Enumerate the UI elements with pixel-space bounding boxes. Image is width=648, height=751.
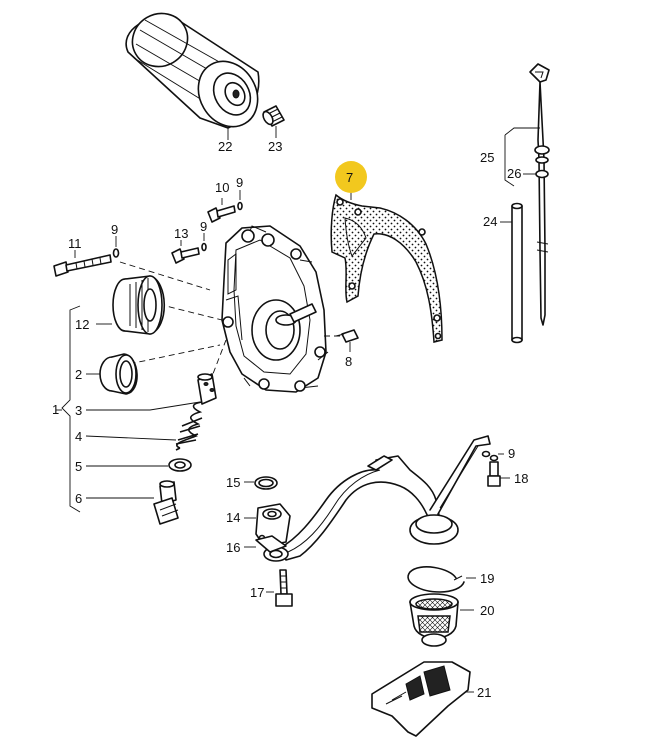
callout-17[interactable]: 17: [250, 585, 264, 600]
o-ring-15[interactable]: [254, 476, 278, 490]
plug-6[interactable]: [153, 480, 179, 525]
strainer-20[interactable]: [409, 593, 459, 647]
callout-12[interactable]: 12: [75, 317, 89, 332]
baffle-21[interactable]: [371, 661, 471, 737]
callout-26[interactable]: 26: [507, 166, 521, 181]
callout-25[interactable]: 25: [480, 150, 494, 165]
washer-9-right[interactable]: [481, 450, 499, 462]
callout-11[interactable]: 11: [68, 236, 82, 251]
callout-13[interactable]: 13: [174, 226, 188, 241]
seal-ring-2[interactable]: [99, 353, 138, 395]
flange-14[interactable]: [255, 503, 291, 547]
washer-9-left[interactable]: [112, 248, 120, 258]
callout-8[interactable]: 8: [345, 354, 352, 369]
callout-9-middle[interactable]: 9: [200, 219, 207, 234]
callout-6[interactable]: 6: [75, 491, 82, 506]
callout-22[interactable]: 22: [218, 139, 232, 154]
callout-7[interactable]: 7: [346, 170, 353, 185]
threaded-nipple[interactable]: [261, 105, 285, 127]
oil-filter[interactable]: [123, 3, 269, 137]
callout-16[interactable]: 16: [226, 540, 240, 555]
bolt-11[interactable]: [53, 254, 112, 277]
callout-9-right[interactable]: 9: [508, 446, 515, 461]
callout-1[interactable]: 1: [52, 402, 59, 417]
pickup-pipe[interactable]: [263, 435, 491, 562]
callout-2[interactable]: 2: [75, 367, 82, 382]
callout-9-left[interactable]: 9: [111, 222, 118, 237]
callout-24[interactable]: 24: [483, 214, 497, 229]
washer-5[interactable]: [168, 458, 192, 472]
callout-3[interactable]: 3: [75, 403, 82, 418]
circlip-19[interactable]: [407, 566, 465, 593]
bolt-8[interactable]: [335, 329, 359, 343]
dipstick-seal[interactable]: [535, 169, 549, 179]
gasket-16[interactable]: [255, 535, 287, 553]
dipstick[interactable]: [529, 63, 550, 326]
callout-14[interactable]: 14: [226, 510, 240, 525]
callout-10[interactable]: 10: [215, 180, 229, 195]
washer-9-middle[interactable]: [201, 242, 207, 252]
spring-4[interactable]: [175, 401, 203, 451]
bolt-17[interactable]: [275, 569, 293, 607]
oil-seal-12[interactable]: [112, 275, 166, 335]
callout-18[interactable]: 18: [514, 471, 528, 486]
callout-5[interactable]: 5: [75, 459, 82, 474]
callout-21[interactable]: 21: [477, 685, 491, 700]
dipstick-guide-tube[interactable]: [511, 202, 523, 344]
callout-23[interactable]: 23: [268, 139, 282, 154]
callout-15[interactable]: 15: [226, 475, 240, 490]
oil-pump-housing[interactable]: [221, 225, 329, 393]
washer-9-upper[interactable]: [237, 201, 243, 211]
callout-9-upper[interactable]: 9: [236, 175, 243, 190]
bolt-18[interactable]: [487, 461, 501, 487]
bolt-13[interactable]: [171, 247, 200, 264]
pump-gasket[interactable]: [330, 193, 443, 343]
bolt-10[interactable]: [207, 205, 236, 223]
callout-4[interactable]: 4: [75, 429, 82, 444]
piston-3[interactable]: [197, 373, 217, 405]
callout-20[interactable]: 20: [480, 603, 494, 618]
highlight-marker-7: [335, 161, 367, 193]
callout-19[interactable]: 19: [480, 571, 494, 586]
